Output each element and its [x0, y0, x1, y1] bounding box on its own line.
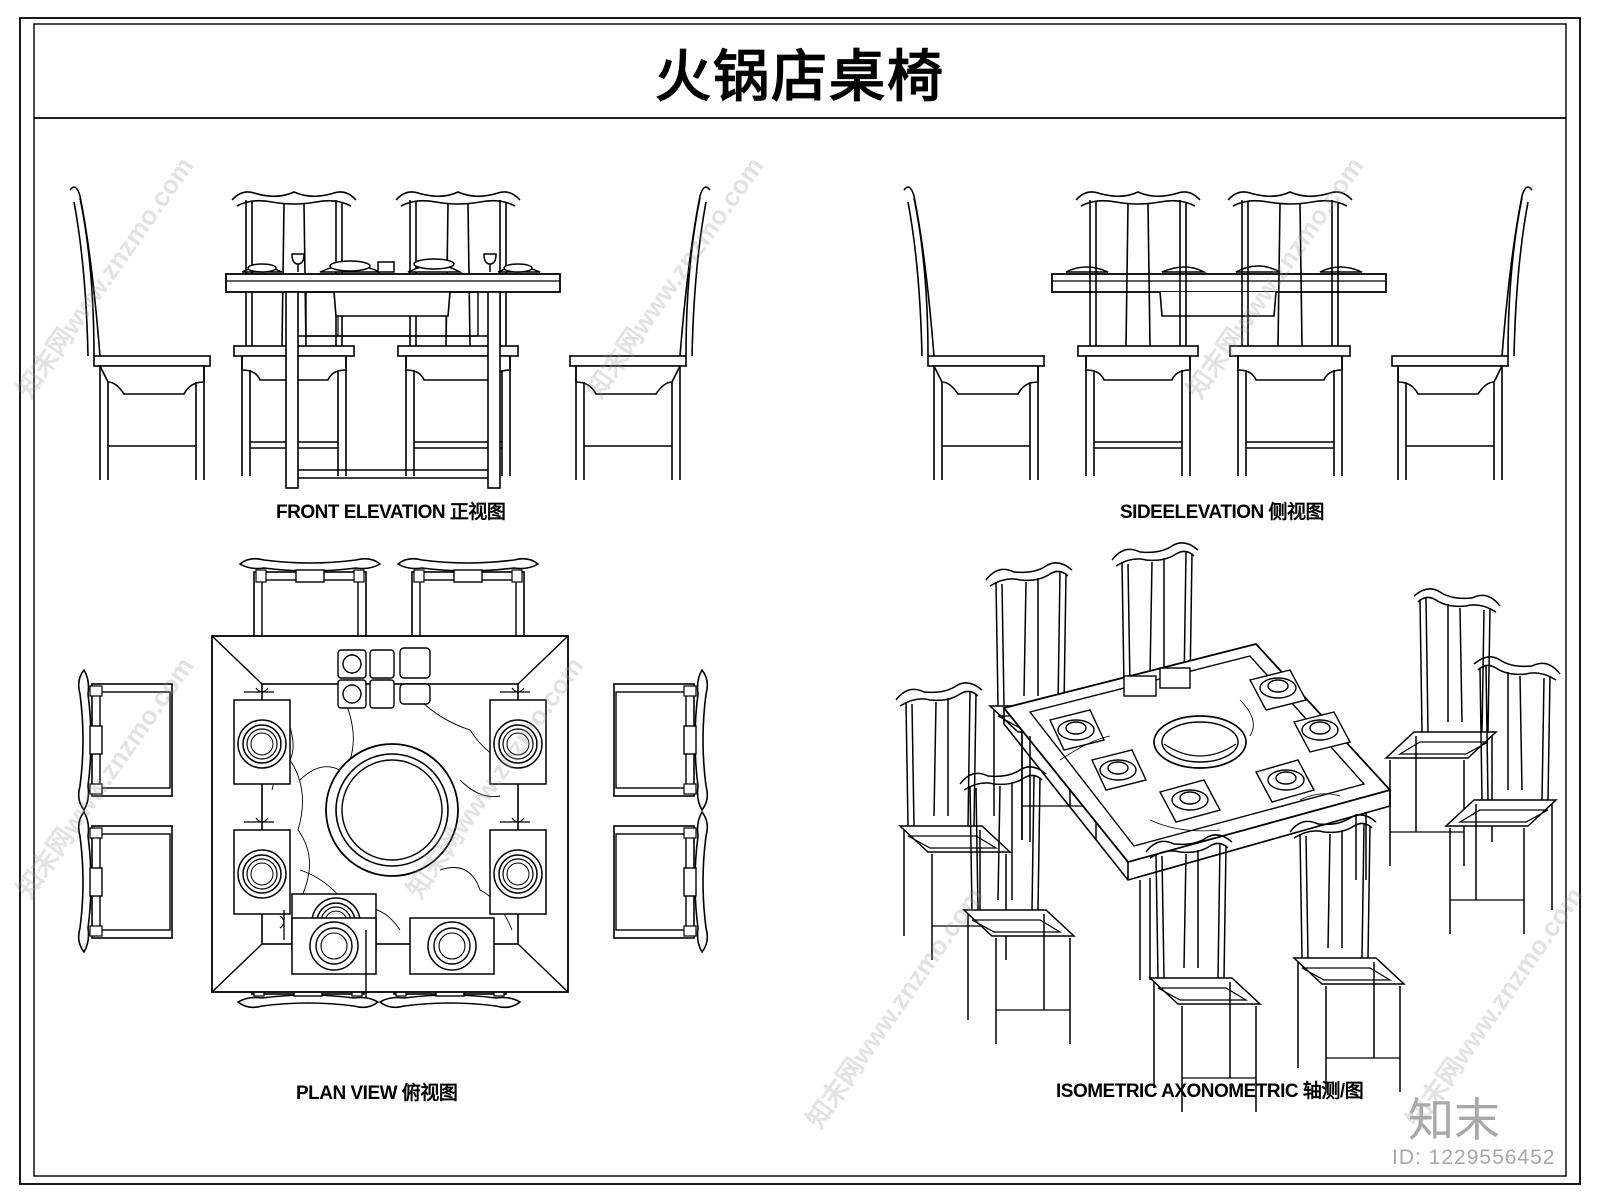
- isometric-drawing: [895, 542, 1561, 1113]
- front-elevation-drawing: [69, 186, 711, 489]
- front-left-chair: [69, 186, 211, 480]
- side-elevation-caption: SIDEELEVATION 侧视图: [1120, 502, 1325, 523]
- document-id: ID: 1229556452: [1392, 1146, 1556, 1169]
- page-title: 火锅店桌椅: [655, 45, 945, 110]
- front-right-chair: [569, 186, 711, 480]
- isometric-caption: ISOMETRIC AXONOMETRIC 轴测/图: [1056, 1081, 1364, 1102]
- plan-view-caption: PLAN VIEW 俯视图: [296, 1083, 458, 1104]
- front-elevation-caption: FRONT ELEVATION 正视图: [276, 502, 506, 523]
- side-elevation-drawing: [903, 186, 1533, 480]
- brand-logo: 知末: [1408, 1093, 1500, 1147]
- svg-text:知末网www.znzmo.com: 知末网www.znzmo.com: [800, 882, 989, 1134]
- plan-view-drawing: [77, 557, 709, 1009]
- sheet-border: [19, 17, 1581, 1185]
